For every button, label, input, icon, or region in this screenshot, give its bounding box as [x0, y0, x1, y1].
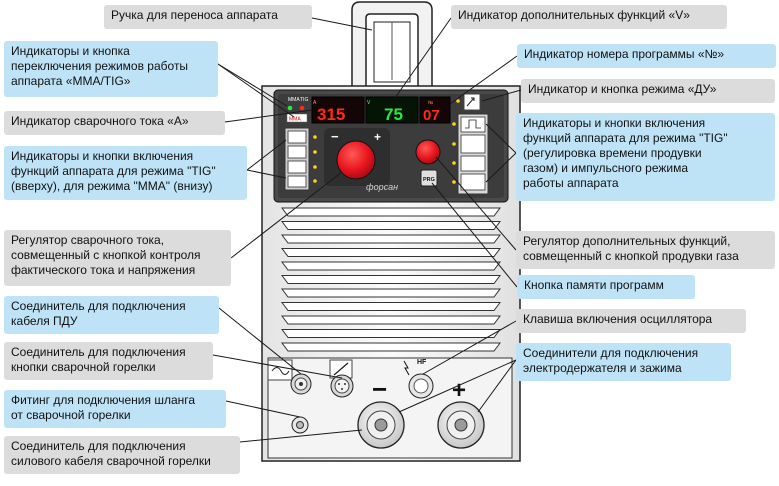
- tig-pulse-buttons[interactable]: [452, 113, 489, 195]
- svg-text:+: +: [374, 130, 381, 144]
- current-regulator-knob[interactable]: − +: [324, 128, 390, 186]
- v-readout: 75: [384, 105, 403, 124]
- callout-du-mode: Индикатор и кнопка режима «ДУ»: [521, 79, 775, 103]
- svg-text:PRG: PRG: [423, 177, 435, 183]
- vent-slat: [281, 234, 501, 244]
- vent-slat: [281, 275, 501, 284]
- callout-power-cable-connector: Соединитель для подключения силового каб…: [4, 436, 240, 474]
- vent-slat: [281, 221, 501, 230]
- torch-button-connector[interactable]: [330, 374, 354, 398]
- extra-regulator-knob[interactable]: [415, 139, 441, 165]
- vent-slat: [281, 315, 501, 325]
- callout-oscillator-key: Клавиша включения осциллятора: [516, 309, 746, 333]
- svg-text:№: №: [428, 100, 433, 106]
- vent-slat: [281, 329, 501, 338]
- callout-program-indicator: Индикатор номера программы «№»: [517, 44, 776, 68]
- du-button[interactable]: [456, 93, 481, 111]
- plus-sign: +: [452, 377, 466, 404]
- callout-pdu-connector: Соединитель для подключения кабеля ПДУ: [4, 296, 219, 334]
- power-terminal-plus[interactable]: [437, 401, 485, 449]
- vent-slat: [281, 342, 501, 352]
- vent-slat: [281, 261, 501, 271]
- callout-tig-mode-buttons: Индикаторы и кнопки включения функций ап…: [516, 113, 775, 201]
- program-display: № 07: [419, 96, 451, 124]
- tig-mma-function-buttons[interactable]: [284, 127, 317, 191]
- vent-slat: [281, 248, 501, 257]
- vent-slat: [281, 288, 501, 298]
- brand-logo: форсан: [366, 182, 398, 192]
- svg-text:V: V: [367, 100, 371, 106]
- svg-text:A: A: [313, 100, 317, 106]
- mode-label-mma: MMA: [288, 97, 300, 103]
- current-readout: 315: [317, 105, 345, 124]
- vent-slat: [281, 207, 501, 217]
- callout-electrode-connectors: Соединители для подключения электродержа…: [516, 343, 731, 381]
- vent-slat: [281, 302, 501, 311]
- v-display: V 75: [365, 96, 419, 124]
- mma-tig-indicators: MMA: [286, 105, 308, 123]
- callout-tig-mma-functions: Индикаторы и кнопки включения функций ап…: [4, 146, 247, 200]
- hf-label: HF: [417, 359, 427, 366]
- callout-handle: Ручка для переноса аппарата: [104, 5, 312, 29]
- callout-mma-tig-mode: Индикаторы и кнопка переключения режимов…: [4, 41, 218, 97]
- program-readout: 07: [423, 107, 440, 124]
- power-terminal-minus[interactable]: [357, 401, 405, 449]
- carry-handle: [351, 1, 433, 93]
- minus-sign: −: [372, 374, 387, 404]
- ventilation-grille: [281, 207, 501, 352]
- gas-fitting[interactable]: [291, 416, 309, 434]
- current-display: A 315: [311, 96, 365, 124]
- oscillator-key[interactable]: HF: [403, 359, 434, 399]
- callout-current-regulator: Регулятор сварочного тока, совмещенный с…: [4, 230, 231, 286]
- callout-v-indicator: Индикатор дополнительных функций «V»: [451, 5, 727, 29]
- mode-label-tig: TIG: [300, 97, 308, 103]
- callout-extra-regulator: Регулятор дополнительных функций, совмещ…: [516, 231, 775, 269]
- callout-current-indicator: Индикатор сварочного тока «А»: [4, 111, 225, 135]
- callout-gas-fitting: Фитинг для подключения шланга от сварочн…: [4, 390, 226, 428]
- mma-badge: MMA: [289, 117, 301, 123]
- callout-torch-button-connector: Соединитель для подключения кнопки сваро…: [4, 342, 213, 380]
- svg-text:−: −: [331, 129, 339, 144]
- pdu-connector[interactable]: [290, 373, 312, 395]
- memory-button[interactable]: PRG: [420, 169, 438, 187]
- callout-memory-button: Кнопка памяти программ: [517, 275, 695, 299]
- leader-lines: [212, 17, 522, 443]
